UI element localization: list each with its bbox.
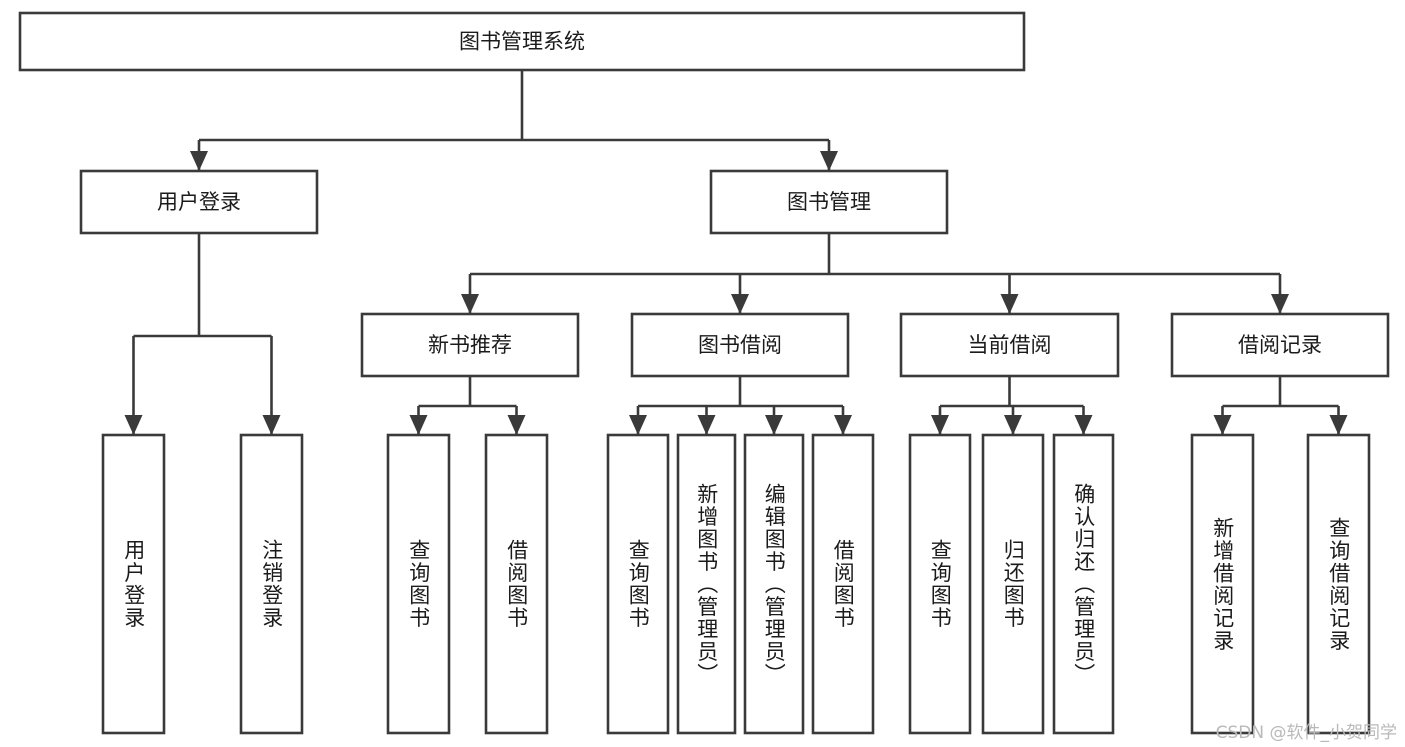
leaf-box-leaf-user-login[interactable] (101, 433, 166, 735)
edge-bookborrow-to-leaves-arrow-leaf-add-book-admin (697, 415, 716, 435)
edge-userlogin-to-leaves-arrow-leaf-logout-login (262, 415, 281, 435)
edge-bookmanage-to-level3-arrow-book-borrow (731, 294, 749, 314)
leaf-box-leaf-add-borrow-record[interactable] (1190, 433, 1255, 735)
node-label-borrow-record: 借阅记录 (1238, 333, 1322, 357)
leaf-box-leaf-logout-login[interactable] (239, 433, 304, 735)
edge-bookmanage-to-level3-arrow-new-book-recommend (461, 294, 479, 314)
edge-currentborrow-to-leaves (931, 376, 1093, 435)
leaf-box-leaf-confirm-return-admin[interactable] (1052, 433, 1115, 735)
boxes-layer (18, 11, 1390, 735)
leaf-box-leaf-query-book-borrow[interactable] (606, 433, 670, 735)
node-box-book-manage[interactable] (709, 169, 949, 235)
node-box-borrow-record[interactable] (1170, 312, 1390, 378)
node-label-book-manage: 图书管理 (787, 190, 871, 214)
node-box-user-login[interactable] (79, 169, 319, 235)
node-box-book-borrow[interactable] (630, 312, 850, 378)
node-label-user-login: 用户登录 (157, 190, 241, 214)
edge-bookborrow-to-leaves-arrow-leaf-edit-book-admin (765, 415, 783, 435)
connectors-layer (124, 70, 1348, 435)
node-box-root[interactable] (18, 11, 1026, 72)
node-label-book-borrow: 图书借阅 (698, 333, 782, 357)
node-label-current-borrow: 当前借阅 (968, 333, 1052, 357)
edge-bookborrow-to-leaves-arrow-leaf-query-book-borrow (629, 415, 647, 435)
edge-root-to-level2-arrow-user-login (190, 151, 208, 171)
node-box-new-book-recommend[interactable] (360, 312, 580, 378)
leaf-box-leaf-query-borrow-record[interactable] (1306, 433, 1371, 735)
leaf-box-leaf-borrow-book[interactable] (811, 433, 875, 735)
edge-bookmanage-to-level3-arrow-borrow-record (1271, 294, 1289, 314)
edge-borrowrecord-to-leaves-arrow-leaf-query-borrow-record (1329, 415, 1348, 435)
edge-root-to-level2-arrow-book-manage (820, 151, 838, 171)
leaf-box-leaf-query-book-rec[interactable] (386, 433, 451, 735)
edge-userlogin-to-leaves (124, 233, 281, 435)
edge-newbook-to-leaves (409, 376, 526, 435)
node-box-current-borrow[interactable] (899, 312, 1120, 378)
csdn-watermark: CSDN @软件_小贺同学 (1215, 723, 1397, 743)
leaf-box-leaf-query-book-current[interactable] (908, 433, 972, 735)
node-label-new-book-recommend: 新书推荐 (428, 333, 512, 357)
leaf-box-leaf-add-book-admin[interactable] (676, 433, 737, 735)
edge-bookmanage-to-level3 (461, 233, 1289, 314)
edge-newbook-to-leaves-arrow-leaf-query-book-rec (409, 415, 428, 435)
edge-root-to-level2 (190, 70, 838, 171)
edge-borrowrecord-to-leaves-arrow-leaf-add-borrow-record (1213, 415, 1232, 435)
leaf-box-leaf-return-book[interactable] (981, 433, 1045, 735)
edge-currentborrow-to-leaves-arrow-leaf-return-book (1004, 415, 1022, 435)
edge-bookborrow-to-leaves-arrow-leaf-borrow-book (834, 415, 852, 435)
edge-bookborrow-to-leaves (629, 376, 852, 435)
leaf-box-leaf-edit-book-admin[interactable] (743, 433, 805, 735)
edge-borrowrecord-to-leaves (1213, 376, 1348, 435)
edge-currentborrow-to-leaves-arrow-leaf-query-book-current (931, 415, 949, 435)
edge-currentborrow-to-leaves-arrow-leaf-confirm-return-admin (1074, 415, 1093, 435)
edge-newbook-to-leaves-arrow-leaf-borrow-book-rec (507, 415, 526, 435)
edge-userlogin-to-leaves-arrow-leaf-user-login (124, 415, 143, 435)
edge-bookmanage-to-level3-arrow-current-borrow (1000, 294, 1019, 314)
leaf-box-leaf-borrow-book-rec[interactable] (484, 433, 549, 735)
node-label-root: 图书管理系统 (459, 30, 585, 54)
